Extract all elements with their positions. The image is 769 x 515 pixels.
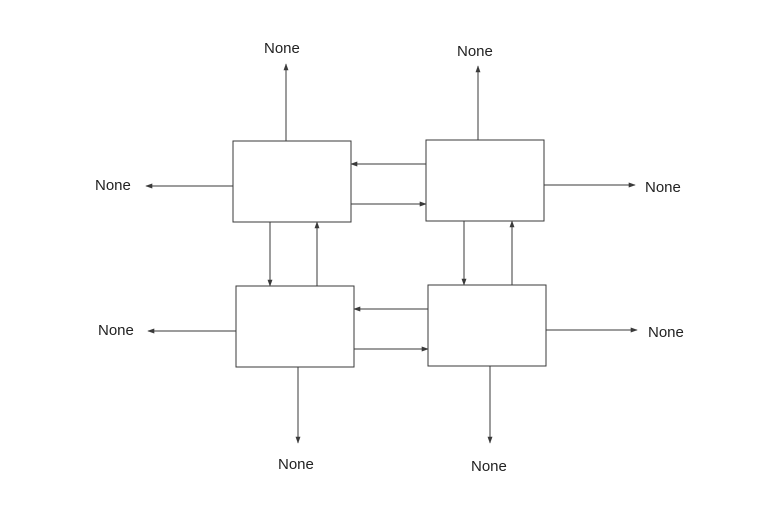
node-bottom-left bbox=[235, 285, 355, 368]
node-top-left bbox=[232, 140, 352, 223]
output-label-left-upper: None bbox=[95, 177, 131, 194]
output-label-bottom-right: None bbox=[471, 458, 507, 475]
output-label-top-left: None bbox=[264, 40, 300, 57]
output-label-left-lower: None bbox=[98, 322, 134, 339]
output-label-right-upper: None bbox=[645, 179, 681, 196]
output-label-bottom-left: None bbox=[278, 456, 314, 473]
output-label-top-right: None bbox=[457, 43, 493, 60]
nodes bbox=[232, 139, 547, 368]
node-top-right bbox=[425, 139, 545, 222]
edges bbox=[145, 63, 638, 444]
output-label-right-lower: None bbox=[648, 324, 684, 341]
node-bottom-right bbox=[427, 284, 547, 367]
